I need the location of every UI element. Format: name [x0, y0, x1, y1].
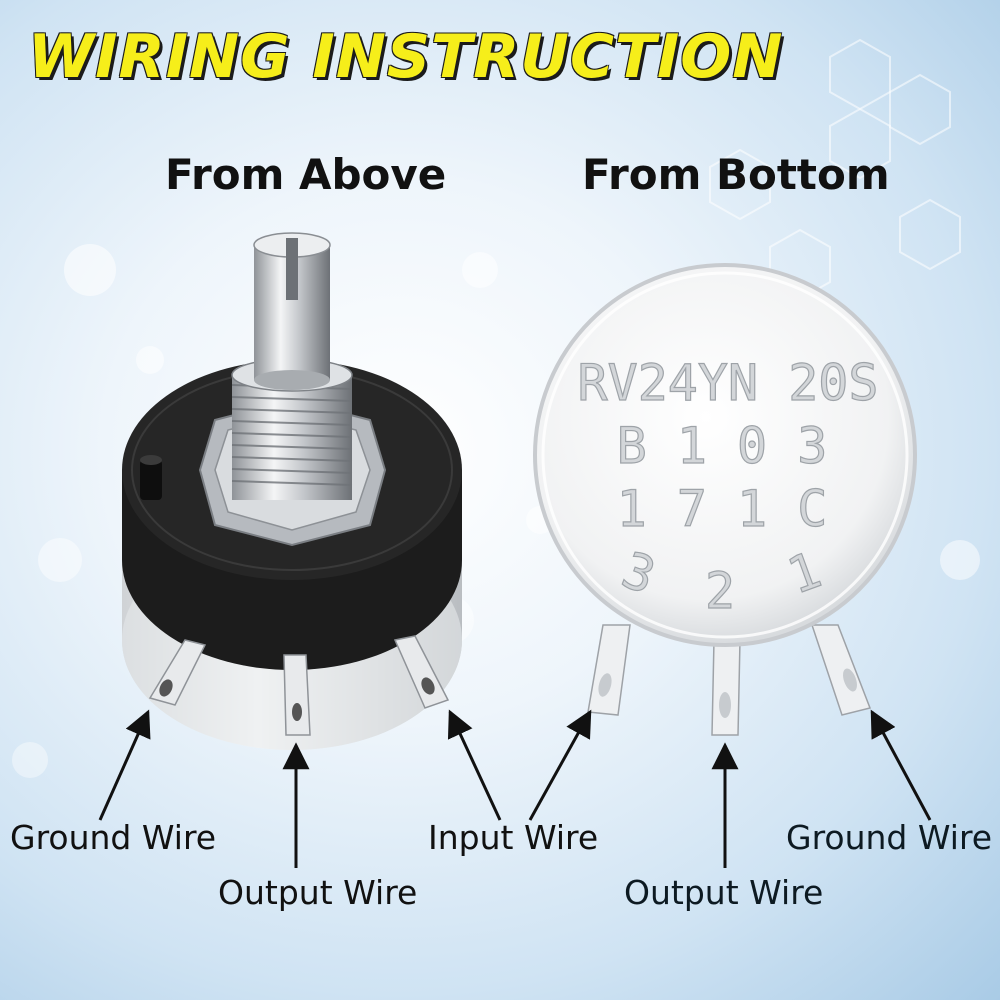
arrow-input-right: [528, 709, 592, 821]
bottom-disc: [533, 263, 917, 647]
label-ground-wire-right: Ground Wire: [786, 818, 993, 857]
potentiometer-top-view: [122, 232, 462, 750]
arrow-input-left: [447, 709, 502, 821]
heading-from-above: From Above: [165, 150, 447, 199]
label-ground-wire-left: Ground Wire: [10, 818, 217, 857]
label-output-wire-right: Output Wire: [624, 873, 824, 912]
potentiometer-bottom-view: RV24YN 20S B 1 0 3 1 7 1 C 3 2 1: [533, 263, 917, 736]
arrows: [98, 709, 932, 868]
stop-pin: [140, 460, 162, 500]
lug-3: [587, 624, 631, 716]
page-title: WIRING INSTRUCTION: [28, 22, 784, 92]
arrow-ground-right: [870, 709, 932, 821]
marking-model: RV24YN 20S: [577, 354, 878, 412]
label-input-wire: Input Wire: [428, 818, 599, 857]
solder-tab-right: [393, 635, 450, 709]
solder-tab-left: [148, 639, 207, 706]
arrow-ground-left: [98, 709, 151, 821]
solder-tab-middle: [283, 654, 311, 736]
threaded-bushing: [232, 375, 352, 500]
pin-number-2: 2: [705, 562, 735, 620]
marking-date-code: 1 7 1 C: [617, 480, 828, 538]
lug-2: [711, 639, 741, 736]
label-output-wire-left: Output Wire: [218, 873, 418, 912]
shaft-slot: [286, 238, 298, 300]
heading-from-bottom: From Bottom: [582, 150, 890, 199]
lug-1: [810, 624, 872, 716]
marking-resistance: B 1 0 3: [617, 417, 828, 475]
bokeh-decoration: [12, 244, 980, 778]
